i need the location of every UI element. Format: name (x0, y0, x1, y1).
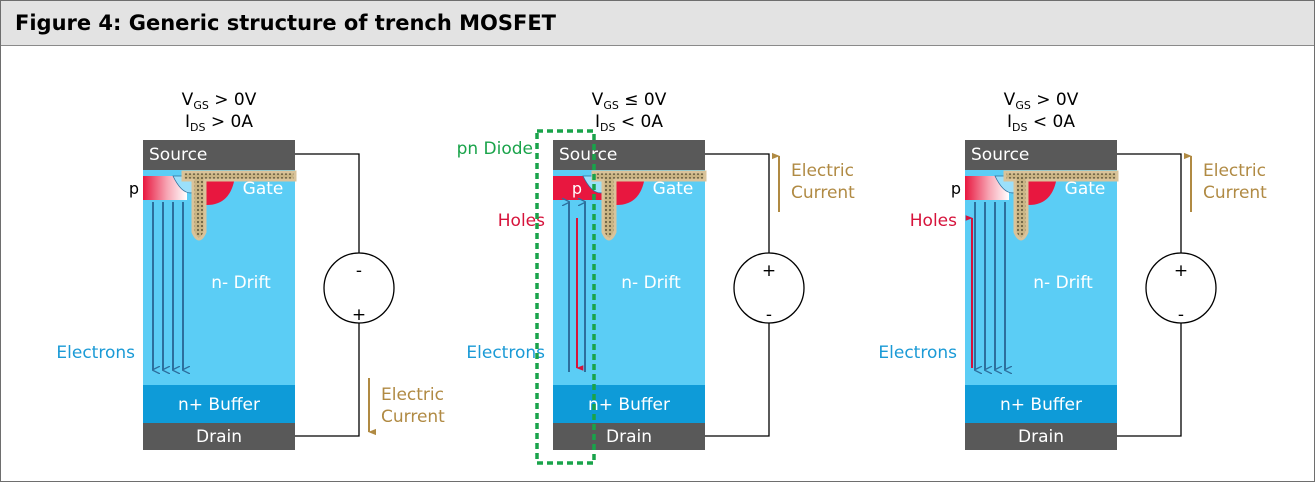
drain-metal (965, 423, 1117, 450)
trench-gate (181, 170, 297, 241)
source-polarity-top: + (1174, 261, 1188, 281)
current-label-1: Electric (791, 161, 854, 181)
voltage-source (1145, 252, 1217, 324)
current-label-1: Electric (1203, 161, 1266, 181)
drain-metal (553, 423, 705, 450)
source-polarity-bottom: - (1178, 305, 1184, 325)
source-polarity-top: - (356, 261, 362, 281)
buffer-region (143, 385, 295, 423)
vgs-label: VGS > 0V (1004, 90, 1079, 112)
electrons-label: Electrons (878, 343, 957, 363)
source-metal (143, 140, 295, 170)
current-label-2: Current (791, 183, 855, 203)
drift-label: n- Drift (621, 273, 681, 293)
drift-label: n- Drift (211, 273, 271, 293)
gate-label: Gate (243, 179, 284, 199)
source-polarity-bottom: - (766, 305, 772, 325)
drift-label: n- Drift (1033, 273, 1093, 293)
figure-header: Figure 4: Generic structure of trench MO… (1, 1, 1314, 46)
electrons-label: Electrons (56, 343, 135, 363)
holes-label: Holes (910, 211, 957, 231)
n-plus-source-right (1027, 176, 1057, 206)
drain-label: Drain (196, 427, 242, 447)
n-plus-source-right (205, 176, 235, 206)
source-polarity-bottom: + (352, 305, 366, 325)
voltage-source (733, 252, 805, 324)
current-label-2: Current (1203, 183, 1267, 203)
p-label: p (951, 179, 961, 198)
drain-label: Drain (1018, 427, 1064, 447)
voltage-source (323, 252, 395, 324)
circuit-wire-bottom (1117, 323, 1182, 437)
source-metal (965, 140, 1117, 170)
buffer-label: n+ Buffer (1000, 395, 1082, 415)
holes-label: Holes (498, 211, 545, 231)
buffer-region (965, 385, 1117, 423)
source-label: Source (971, 145, 1029, 165)
current-label-2: Current (381, 407, 445, 427)
ids-label: IDS < 0A (595, 112, 663, 134)
circuit-wire-top (705, 153, 770, 253)
pn-diode-box (535, 129, 596, 465)
p-label: p (129, 179, 139, 198)
buffer-label: n+ Buffer (178, 395, 260, 415)
figure-title: Figure 4: Generic structure of trench MO… (15, 11, 556, 35)
ids-label: IDS < 0A (1007, 112, 1075, 134)
drain-metal (143, 423, 295, 450)
p-label: p (572, 179, 582, 198)
vgs-label: VGS ≤ 0V (592, 90, 667, 112)
buffer-region (553, 385, 705, 423)
current-label-1: Electric (381, 385, 444, 405)
source-label: Source (149, 145, 207, 165)
drift-region (965, 170, 1117, 385)
trench-gate (1003, 170, 1119, 241)
source-label: Source (559, 145, 617, 165)
drift-region (143, 170, 295, 385)
electrons-label: Electrons (466, 343, 545, 363)
circuit-wire-top (1117, 153, 1182, 253)
gate-label: Gate (1065, 179, 1106, 199)
circuit-wire-top (295, 153, 360, 253)
source-polarity-top: + (762, 261, 776, 281)
drain-label: Drain (606, 427, 652, 447)
circuit-wire-bottom (295, 323, 360, 437)
vgs-label: VGS > 0V (182, 90, 257, 112)
pn-diode-label: pn Diode (457, 139, 533, 159)
buffer-label: n+ Buffer (588, 395, 670, 415)
gate-label: Gate (653, 179, 694, 199)
circuit-wire-bottom (705, 323, 770, 437)
source-metal (553, 140, 705, 170)
n-plus-source-right (615, 176, 645, 206)
ids-label: IDS > 0A (185, 112, 253, 134)
trench-gate (591, 170, 707, 241)
